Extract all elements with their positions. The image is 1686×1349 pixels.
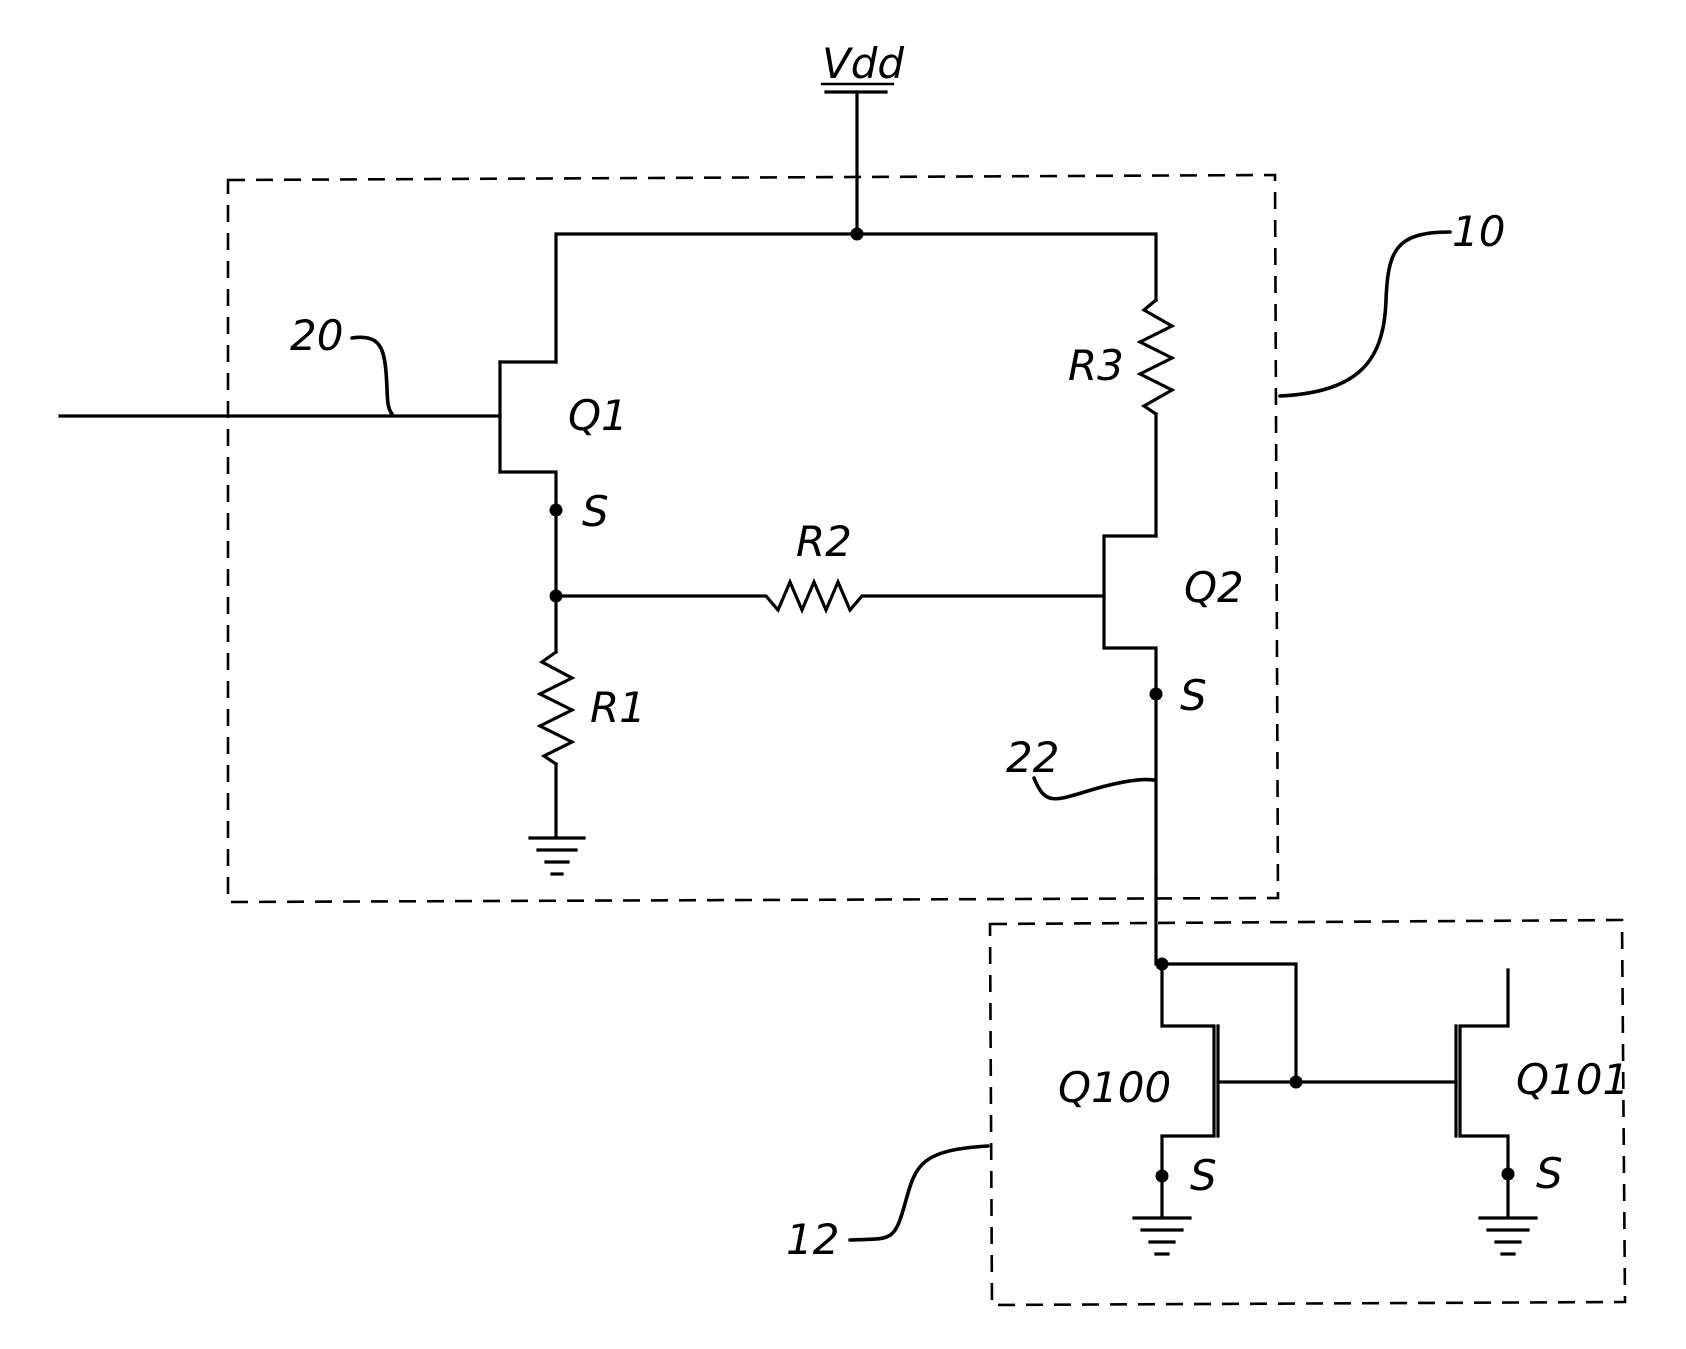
ground-icon (1480, 1218, 1536, 1254)
current-mirror-block-outline (990, 920, 1625, 1305)
q1-source-node (550, 504, 563, 517)
numeral-22-label: 22 (1006, 733, 1059, 782)
q101-source-node (1502, 1168, 1515, 1181)
resistor-r3: R3 (1068, 300, 1172, 536)
numeral-10-label: 10 (1452, 207, 1505, 256)
output-wire (1156, 878, 1162, 964)
q100-source-label: S (1190, 1151, 1217, 1200)
resistor-r2: R2 (556, 517, 1104, 610)
q101-source-label: S (1536, 1149, 1563, 1198)
vdd-label: Vdd (822, 39, 904, 88)
ground-icon (1134, 1218, 1190, 1254)
supply-rail (556, 234, 1156, 362)
q2-source-node (1150, 688, 1163, 701)
r1-label: R1 (590, 683, 646, 732)
q2-label: Q2 (1184, 563, 1244, 612)
ground-icon (530, 838, 584, 874)
transistor-q101: Q101 S (1456, 970, 1629, 1216)
mirror-diode-link (1162, 964, 1296, 1082)
q2-source-label: S (1180, 671, 1207, 720)
resistor-r1: R1 (540, 596, 646, 836)
regulator-block-outline (228, 175, 1278, 902)
transistor-q100: Q100 S (1058, 964, 1456, 1216)
q1-label: Q1 (568, 391, 628, 440)
reference-numeral-20: 20 (290, 311, 392, 414)
r2-label: R2 (796, 517, 852, 566)
transistor-q1: Q1 S (60, 362, 628, 596)
q100-label: Q100 (1058, 1063, 1171, 1112)
r3-label: R3 (1068, 341, 1124, 390)
q101-label: Q101 (1516, 1055, 1629, 1104)
vdd-supply: Vdd (822, 39, 904, 234)
transistor-q2: Q2 S (1104, 536, 1244, 878)
q100-source-node (1156, 1170, 1169, 1183)
numeral-20-label: 20 (290, 311, 343, 360)
numeral-12-label: 12 (786, 1215, 839, 1264)
q1-source-label: S (582, 487, 609, 536)
reference-numeral-22: 22 (1006, 733, 1154, 799)
reference-numeral-10: 10 (1280, 207, 1505, 396)
vdd-junction (851, 228, 864, 241)
reference-numeral-12: 12 (786, 1146, 988, 1264)
mirror-gate-junction (1290, 1076, 1303, 1089)
